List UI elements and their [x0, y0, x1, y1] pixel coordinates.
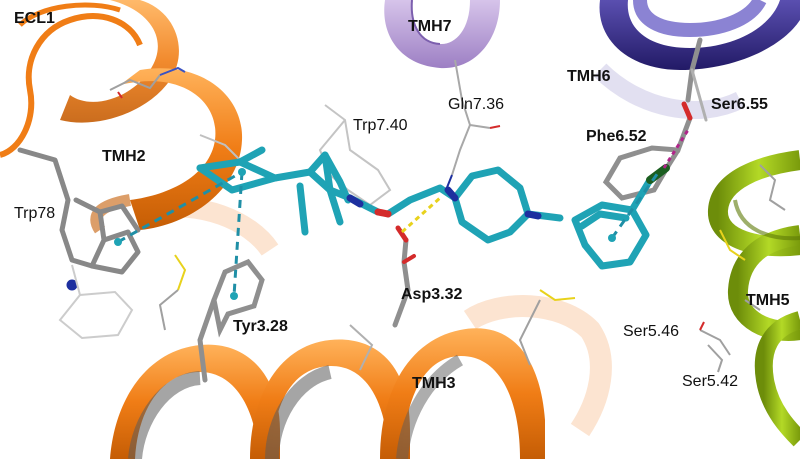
- pi-centroids: [114, 168, 616, 300]
- ecl1-loop: [0, 2, 143, 158]
- label-ser546: Ser5.46: [623, 323, 680, 340]
- trp78-faded-ring: [58, 264, 134, 340]
- ser655-residue: [685, 37, 708, 122]
- tmh2-helix: [60, 0, 243, 234]
- phe652-residue: [602, 101, 693, 201]
- tmh3-helix: [110, 328, 545, 459]
- ecl1-side-chains: [109, 66, 241, 161]
- tyr328-residue: [197, 258, 265, 383]
- tmh6-helix: [593, 0, 800, 119]
- faded-helix-tmh3-back: [463, 295, 612, 437]
- label-asp332: Asp3.32: [401, 286, 463, 303]
- label-tmh5: TMH5: [746, 292, 790, 309]
- label-tmh6: TMH6: [567, 68, 611, 85]
- label-ecl1: ECL1: [14, 10, 55, 27]
- tmh5-helix: [708, 150, 800, 447]
- pi-stacking-lines: [117, 169, 662, 297]
- label-ser655: Ser6.55: [711, 96, 768, 113]
- asp332-residue: [392, 225, 416, 328]
- ser542-residue: [707, 344, 724, 373]
- label-tyr328: Tyr3.28: [233, 318, 288, 335]
- tmh5-side-chains: [719, 164, 786, 311]
- trp78-residue: [17, 147, 141, 291]
- label-trp740: Trp7.40: [353, 117, 408, 134]
- label-tmh7: TMH7: [408, 18, 452, 35]
- label-tmh2: TMH2: [102, 148, 146, 165]
- label-ser542: Ser5.42: [682, 373, 739, 390]
- label-tmh3: TMH3: [412, 375, 456, 392]
- label-gln736: Gln7.36: [448, 96, 505, 113]
- label-trp78: Trp78: [14, 205, 56, 222]
- label-phe652: Phe6.52: [586, 128, 647, 145]
- tmh3-side-chains: [158, 254, 576, 371]
- ligand-molecule: [196, 146, 654, 270]
- ser546-residue: [699, 321, 731, 356]
- tmh7-helix: [384, 0, 500, 69]
